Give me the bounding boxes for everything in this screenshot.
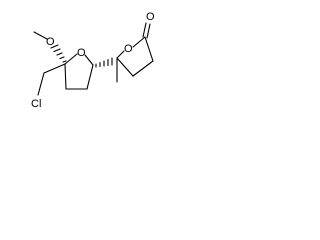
bond-thfC2-C3 xyxy=(86,64,94,90)
bond-ringO-thfC5 xyxy=(64,53,78,65)
bond-carbonyl-double-a xyxy=(142,22,147,38)
bond-thfC2-ringO xyxy=(84,54,94,66)
atom-carbonyl-oxygen: O xyxy=(146,11,155,23)
atom-lactone-ring-oxygen: O xyxy=(124,43,133,55)
bond-methoxyO-methyl xyxy=(33,31,48,40)
bond-ringO-quatC xyxy=(116,50,125,59)
bond-ch2-ch2 xyxy=(132,60,154,77)
atom-methoxy-oxygen: O xyxy=(46,36,55,48)
bond-thfC5-ch2cl xyxy=(43,63,66,74)
atom-chlorine: Cl xyxy=(31,98,41,110)
bond-carbonyl-double-b xyxy=(146,23,151,39)
molecule-drawing: O O O O Cl xyxy=(31,11,155,110)
bond-ch2-quatC xyxy=(116,57,134,77)
hashed-bond-ring-link xyxy=(95,57,113,68)
bond-thfC4-C5 xyxy=(64,63,67,90)
bond-carbonyl-ringO xyxy=(132,36,146,48)
atom-thf-ring-oxygen: O xyxy=(77,47,86,59)
bond-ch2-cl xyxy=(37,72,45,96)
chemical-structure-canvas: O O O O Cl xyxy=(0,0,192,138)
bond-carbonyl-ch2 xyxy=(144,36,154,62)
hashed-bond-methoxy xyxy=(50,44,67,63)
